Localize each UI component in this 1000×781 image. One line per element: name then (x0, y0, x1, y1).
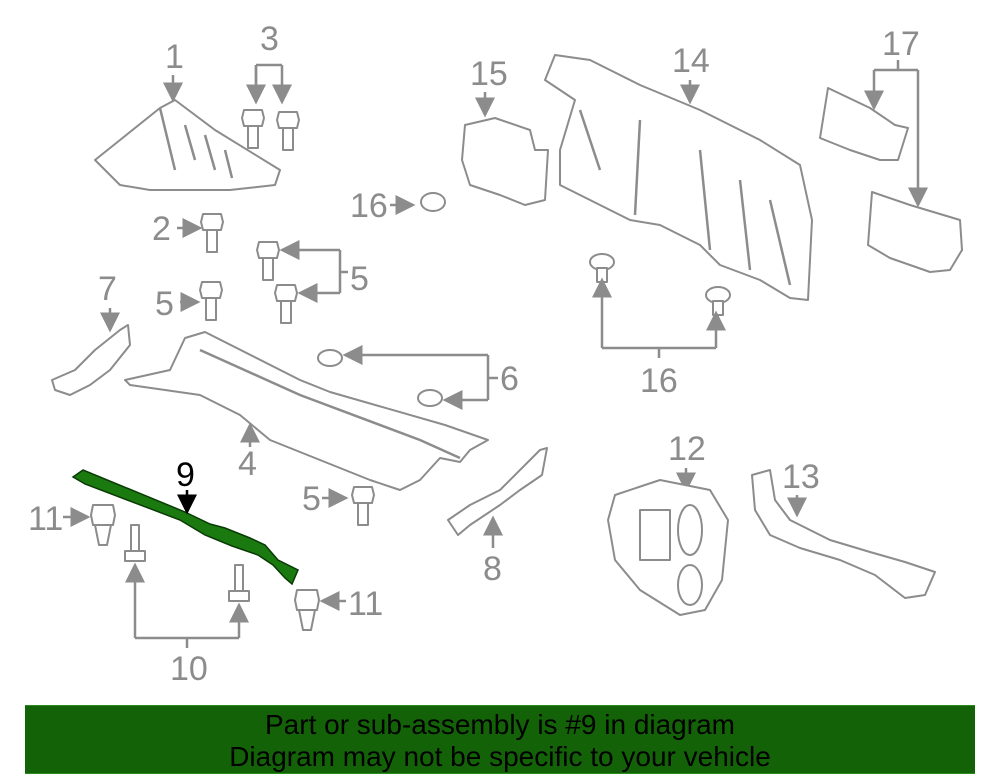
callout-4: 4 (238, 445, 257, 483)
info-banner: Part or sub-assembly is #9 in diagram Di… (25, 705, 975, 774)
callout-16-a: 16 (350, 187, 388, 225)
part-14-dash-insulator[interactable] (544, 54, 813, 301)
part-6-grommet[interactable] (317, 349, 343, 367)
callout-17: 17 (882, 25, 920, 63)
callout-5-c: 5 (302, 480, 321, 518)
callout-10: 10 (170, 650, 208, 688)
callout-8: 8 (483, 550, 502, 588)
callout-7: 7 (98, 270, 117, 308)
banner-line-2: Diagram may not be specific to your vehi… (229, 741, 771, 772)
callout-9: 9 (176, 456, 195, 494)
callout-13: 13 (782, 458, 820, 496)
part-9-cowl-reinforcement[interactable] (71, 469, 299, 586)
part-13-brace[interactable] (751, 469, 936, 599)
callout-11-b: 11 (348, 585, 383, 623)
part-17-insulator[interactable] (867, 191, 963, 273)
callout-12: 12 (668, 430, 706, 468)
callout-6: 6 (500, 360, 519, 398)
part-1-cowl-panel[interactable] (94, 99, 281, 191)
callout-1: 1 (165, 38, 184, 76)
callout-16-b: 16 (640, 362, 678, 400)
part-8-bracket[interactable] (447, 447, 548, 536)
part-7-bracket[interactable] (51, 324, 131, 396)
callout-14: 14 (672, 42, 710, 80)
parts-diagram: 1 3 2 5 5 7 4 6 5 8 9 11 11 (28, 20, 963, 688)
part-6-grommet[interactable] (417, 389, 443, 407)
callout-3: 3 (260, 20, 279, 58)
callout-5-b: 5 (350, 260, 369, 298)
part-15-insulator[interactable] (461, 117, 549, 206)
callout-11-a: 11 (28, 500, 63, 538)
callout-2: 2 (152, 210, 171, 248)
callout-5-a: 5 (155, 285, 174, 323)
part-4-cowl-top[interactable] (124, 331, 489, 491)
part-17-insulator[interactable] (819, 87, 909, 161)
callout-15: 15 (470, 55, 508, 93)
banner-line-1: Part or sub-assembly is #9 in diagram (265, 709, 735, 740)
